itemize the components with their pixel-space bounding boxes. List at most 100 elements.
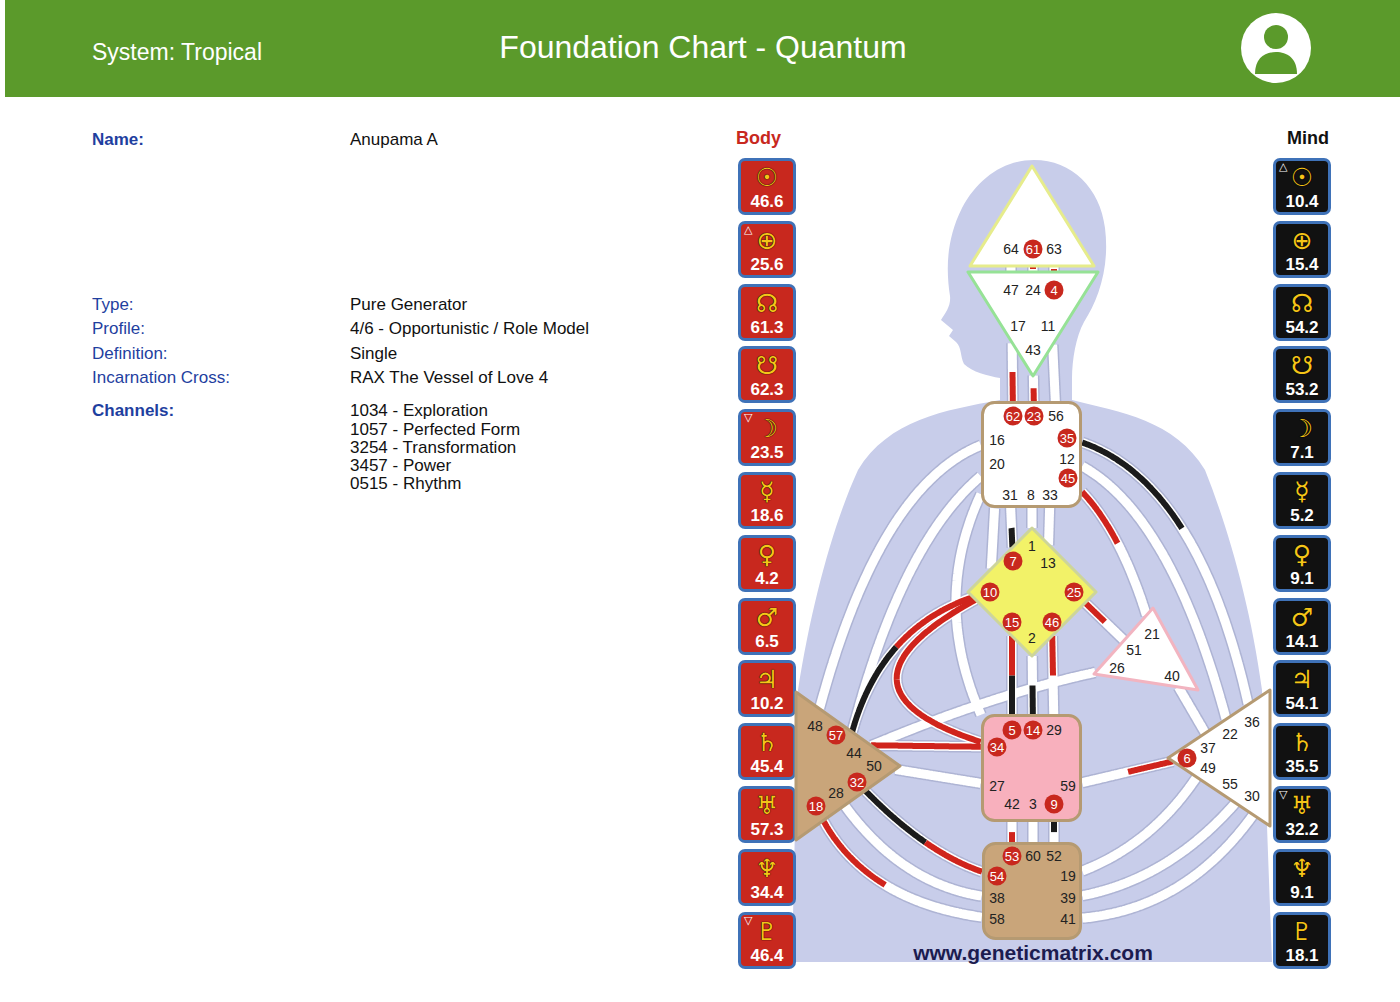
gate-number: 2 bbox=[1028, 631, 1036, 646]
field-value: Single bbox=[350, 344, 397, 364]
active-gate: 57 bbox=[827, 726, 846, 745]
ajna-center: 47244171143 bbox=[966, 270, 1100, 378]
channel-outline bbox=[845, 806, 982, 897]
channel bbox=[1178, 687, 1205, 733]
channel bbox=[1082, 815, 1253, 918]
gate-number: 59 bbox=[1060, 779, 1076, 794]
planet-symbol: ☿ bbox=[741, 477, 793, 506]
chart-title: Foundation Chart - Quantum bbox=[499, 29, 906, 66]
planet-symbol: ♂ bbox=[741, 603, 793, 632]
active-gate: 6 bbox=[1178, 749, 1197, 768]
channel-half bbox=[1082, 492, 1118, 543]
field-name: Profile: bbox=[92, 319, 145, 339]
root-center: 536052541938395841 bbox=[982, 842, 1082, 940]
field-name: Incarnation Cross: bbox=[92, 368, 230, 388]
channel bbox=[845, 806, 982, 897]
active-gate: 46 bbox=[1043, 613, 1062, 632]
planet-symbol: ☊ bbox=[741, 289, 793, 318]
channel-half bbox=[1009, 676, 1015, 714]
channel-item: 1057 - Perfected Form bbox=[350, 420, 520, 440]
user-icon-body bbox=[1255, 52, 1297, 74]
channel-outline bbox=[1011, 508, 1013, 547]
gate-number: 17 bbox=[1010, 319, 1026, 334]
activation-number: 61.3 bbox=[741, 318, 793, 338]
gate-number: 1 bbox=[1028, 539, 1036, 554]
channel-half bbox=[1085, 603, 1105, 622]
channel-outline bbox=[852, 476, 981, 731]
planet-symbol: ♅ bbox=[1276, 791, 1328, 820]
channel-half bbox=[1010, 372, 1016, 401]
body-activation: ▽☽23.5 bbox=[738, 409, 796, 466]
mind-activation: ▽♅32.2 bbox=[1273, 786, 1331, 843]
planet-symbol: ♄ bbox=[741, 728, 793, 757]
channel bbox=[866, 791, 983, 872]
activation-number: 23.5 bbox=[741, 443, 793, 463]
active-gate: 35 bbox=[1058, 429, 1077, 448]
channel-half bbox=[926, 842, 983, 871]
active-gate: 61 bbox=[1024, 240, 1043, 259]
mind-activation: ♂14.1 bbox=[1273, 598, 1331, 655]
channel bbox=[871, 745, 981, 747]
channel bbox=[1082, 761, 1173, 782]
center-shape bbox=[1168, 690, 1270, 826]
planet-symbol: ☋ bbox=[741, 351, 793, 380]
gate-number: 42 bbox=[1004, 797, 1020, 812]
planet-symbol: ⊕ bbox=[1276, 226, 1328, 255]
column-header: Mind bbox=[1287, 128, 1329, 149]
active-gate: 53 bbox=[1003, 847, 1022, 866]
user-icon bbox=[1241, 13, 1311, 83]
planet-symbol: ♀ bbox=[741, 540, 793, 569]
channel-outline bbox=[1053, 345, 1056, 401]
activation-number: 15.4 bbox=[1276, 255, 1328, 275]
watermark: www.geneticmatrix.com bbox=[913, 941, 1153, 965]
mind-activation: ☋53.2 bbox=[1273, 346, 1331, 403]
gate-number: 48 bbox=[807, 719, 823, 734]
gate-number: 63 bbox=[1046, 242, 1062, 257]
channel bbox=[1008, 636, 1017, 714]
activation-number: 34.4 bbox=[741, 883, 793, 903]
body-activation: ▽♇46.4 bbox=[738, 912, 796, 969]
mind-activation: ♇18.1 bbox=[1273, 912, 1331, 969]
channel-half bbox=[1009, 636, 1015, 676]
sacral-center: 514293427594239 bbox=[981, 714, 1082, 822]
gate-number: 49 bbox=[1200, 761, 1216, 776]
channel-half bbox=[1030, 685, 1036, 714]
channel bbox=[852, 476, 981, 731]
planet-symbol: ♃ bbox=[1276, 665, 1328, 694]
planet-symbol: ♆ bbox=[741, 854, 793, 883]
gate-number: 55 bbox=[1222, 777, 1238, 792]
activation-number: 10.4 bbox=[1276, 192, 1328, 212]
planet-symbol: ♂ bbox=[1276, 603, 1328, 632]
channel-outline bbox=[895, 770, 981, 784]
channel bbox=[1008, 343, 1018, 401]
body-activation: ♆34.4 bbox=[738, 849, 796, 906]
field-value: RAX The Vessel of Love 4 bbox=[350, 368, 548, 388]
body-activation: ☿18.6 bbox=[738, 472, 796, 529]
channel-item: 3457 - Power bbox=[350, 456, 451, 476]
channel-outline bbox=[991, 508, 994, 568]
title-bar bbox=[5, 0, 1400, 97]
gate-number: 13 bbox=[1040, 556, 1056, 571]
spleen-center: 48574450322818 bbox=[794, 690, 902, 842]
center-shape bbox=[983, 403, 1081, 507]
channel bbox=[1052, 636, 1053, 714]
activation-number: 46.6 bbox=[741, 192, 793, 212]
active-gate: 25 bbox=[1065, 583, 1084, 602]
channel bbox=[991, 508, 994, 568]
fixing-marker: ▽ bbox=[744, 412, 752, 424]
gate-number: 36 bbox=[1244, 715, 1260, 730]
channel-outline bbox=[871, 745, 981, 747]
gate-number: 28 bbox=[828, 786, 844, 801]
planet-symbol: ♇ bbox=[1276, 917, 1328, 946]
channel bbox=[1049, 508, 1050, 545]
activation-number: 6.5 bbox=[741, 632, 793, 652]
gate-number: 24 bbox=[1025, 283, 1041, 298]
channel-outlines bbox=[820, 266, 1254, 918]
planet-symbol: ⊕ bbox=[741, 226, 793, 255]
activation-number: 54.1 bbox=[1276, 694, 1328, 714]
gate-number: 29 bbox=[1046, 723, 1062, 738]
column-header: Body bbox=[736, 128, 781, 149]
gate-number: 38 bbox=[989, 891, 1005, 906]
channel-half bbox=[1031, 388, 1037, 401]
body-activation: ♂6.5 bbox=[738, 598, 796, 655]
